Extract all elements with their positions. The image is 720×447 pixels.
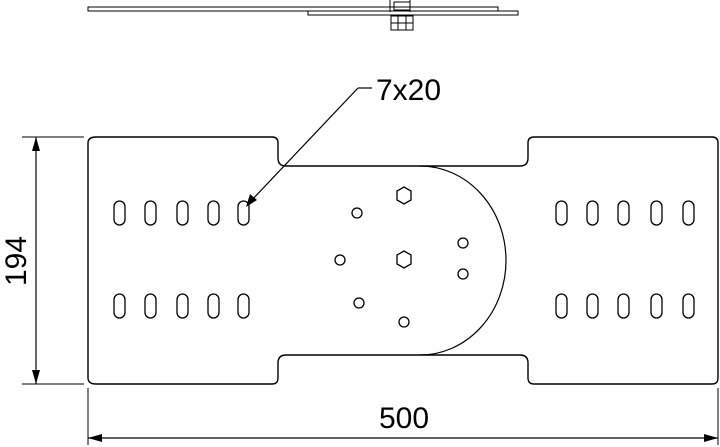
slot-group-bottom-right: [555, 293, 695, 319]
height-dimension-label: 194: [0, 236, 33, 286]
slot-leader: [246, 87, 372, 207]
slot-size-label: 7x20: [376, 74, 441, 107]
round-holes: [334, 207, 469, 328]
width-dimension: [87, 388, 719, 445]
slot-group-top-right: [555, 200, 695, 226]
hex-bolt-top: [396, 186, 412, 205]
hex-bolt-center: [396, 250, 412, 269]
width-dimension-label: 500: [379, 402, 429, 435]
slot-group-bottom-left: [113, 293, 250, 319]
height-dimension: [22, 136, 84, 385]
center-plate-arc: [419, 165, 507, 356]
top-edge-view: [87, 0, 519, 31]
slot-group-top-left: [113, 200, 250, 226]
